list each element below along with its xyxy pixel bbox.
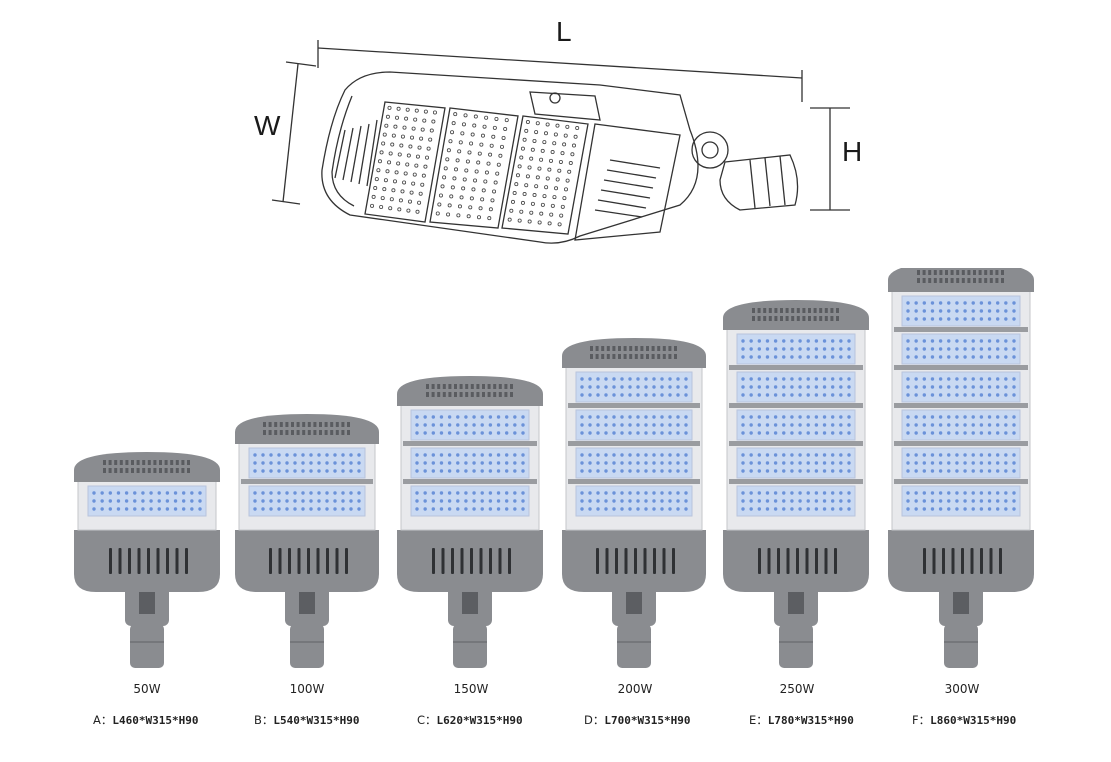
length-label: L xyxy=(556,16,572,47)
separator: ： xyxy=(261,713,274,727)
lamp-model-lineup xyxy=(74,268,1034,668)
separator: ： xyxy=(592,713,605,727)
lamp-250w xyxy=(723,300,869,668)
watt-label: 50W xyxy=(133,682,161,696)
dimension-text: L700*W315*H90 xyxy=(604,714,691,727)
separator: ： xyxy=(425,713,437,727)
watt-label: 100W xyxy=(289,682,325,696)
size-spec: C：L620*W315*H90 xyxy=(417,712,523,728)
separator: ： xyxy=(756,713,768,727)
dimension-text: L780*W315*H90 xyxy=(767,714,854,727)
height-label: H xyxy=(842,136,863,167)
width-label: W xyxy=(254,110,281,141)
separator: ： xyxy=(918,713,931,727)
model-letter: C xyxy=(417,713,426,727)
street-light-outline-drawing xyxy=(271,40,850,244)
watt-label: 300W xyxy=(944,682,980,696)
lamp-150w xyxy=(397,376,543,668)
lamp-200w xyxy=(562,338,706,668)
separator: ： xyxy=(100,713,113,727)
watt-label: 200W xyxy=(617,682,653,696)
dimension-text: L540*W315*H90 xyxy=(273,714,360,727)
size-spec: D：L700*W315*H90 xyxy=(584,712,690,728)
size-spec: B：L540*W315*H90 xyxy=(254,712,359,728)
model-letter: D xyxy=(584,713,593,727)
lamp-100w xyxy=(235,414,379,668)
size-spec: E：L780*W315*H90 xyxy=(749,712,854,728)
model-letter: B xyxy=(254,713,262,727)
model-letter: A xyxy=(93,713,101,727)
watt-label: 150W xyxy=(453,682,489,696)
model-letter: F xyxy=(912,713,919,727)
dimension-text: L620*W315*H90 xyxy=(436,714,523,727)
dimension-diagram: L W H xyxy=(250,10,870,254)
size-spec: F：L860*W315*H90 xyxy=(912,712,1016,728)
dimension-text: L860*W315*H90 xyxy=(930,714,1017,727)
size-spec: A：L460*W315*H90 xyxy=(93,712,198,728)
lamp-300w xyxy=(888,268,1034,668)
model-letter: E xyxy=(749,713,757,727)
watt-label: 250W xyxy=(779,682,815,696)
lamp-50w xyxy=(74,452,220,668)
dimension-text: L460*W315*H90 xyxy=(112,714,199,727)
